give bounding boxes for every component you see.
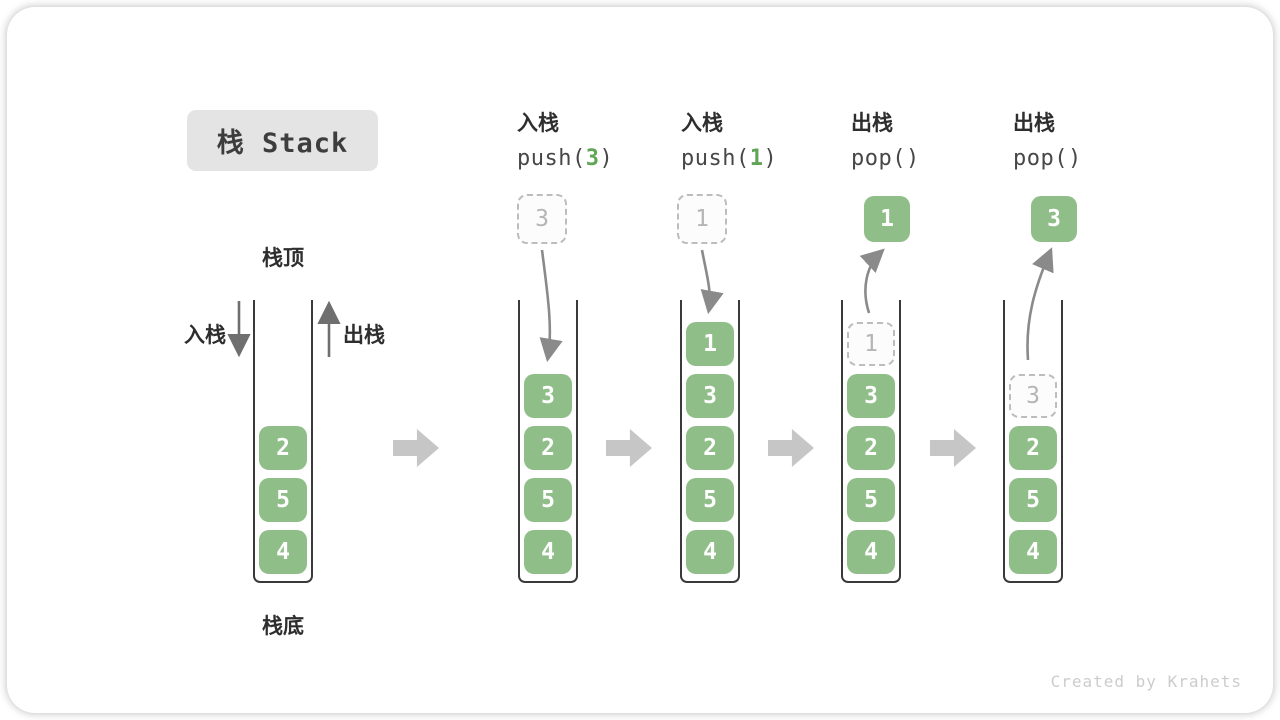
stack-element: 4	[686, 530, 734, 574]
operation-caption-pop-2: 出栈 pop()	[1013, 107, 1082, 171]
code-argument: 1	[749, 146, 764, 171]
stack-element: 5	[686, 478, 734, 522]
stack-top-label: 栈顶	[262, 246, 304, 270]
stack-tube-after-pop-2: 3 2 5 4	[1003, 300, 1063, 583]
stack-element: 2	[1009, 426, 1057, 470]
stack-element: 4	[259, 530, 307, 574]
stack-element: 5	[259, 478, 307, 522]
operation-caption-push-1: 入栈 push(1)	[681, 107, 777, 171]
operation-name: 入栈	[517, 111, 559, 135]
popped-value-box: 1	[864, 196, 910, 242]
stack-element: 4	[847, 530, 895, 574]
stack-element: 3	[524, 374, 572, 418]
incoming-value-box: 3	[517, 194, 567, 244]
stack-element: 5	[1009, 478, 1057, 522]
stack-element-ghost: 1	[847, 322, 895, 366]
stack-element: 1	[686, 322, 734, 366]
operation-name: 出栈	[1013, 111, 1055, 135]
stack-element: 5	[524, 478, 572, 522]
stack-tube-after-push-1: 1 3 2 5 4	[680, 300, 740, 583]
operation-code: push(1)	[681, 146, 778, 171]
stack-element-ghost: 3	[1009, 374, 1057, 418]
stack-element: 4	[524, 530, 572, 574]
operation-caption-push-3: 入栈 push(3)	[517, 107, 613, 171]
stack-element: 3	[686, 374, 734, 418]
stack-tube-after-pop-1: 1 3 2 5 4	[841, 300, 901, 583]
operation-name: 入栈	[681, 111, 723, 135]
watermark: Created by Krahets	[1050, 672, 1242, 691]
stack-element: 2	[686, 426, 734, 470]
diagram-title: 栈 Stack	[187, 110, 378, 171]
operation-caption-pop-1: 出栈 pop()	[851, 107, 920, 171]
operation-code: pop()	[851, 146, 920, 171]
stack-element: 2	[524, 426, 572, 470]
operation-code: push(3)	[517, 146, 614, 171]
operation-code: pop()	[1013, 146, 1082, 171]
stack-element: 5	[847, 478, 895, 522]
stack-element: 2	[847, 426, 895, 470]
stack-tube-initial: 2 5 4	[253, 300, 313, 583]
pop-side-label: 出栈	[343, 323, 385, 347]
stack-element: 2	[259, 426, 307, 470]
stack-element: 3	[847, 374, 895, 418]
stack-bottom-label: 栈底	[262, 614, 304, 638]
popped-value-box: 3	[1031, 196, 1077, 242]
stack-element: 4	[1009, 530, 1057, 574]
stack-tube-after-push-3: 3 2 5 4	[518, 300, 578, 583]
incoming-value-box: 1	[677, 194, 727, 244]
push-side-label: 入栈	[184, 323, 226, 347]
diagram-title-label: 栈 Stack	[216, 128, 349, 159]
code-argument: 3	[585, 146, 600, 171]
operation-name: 出栈	[851, 111, 893, 135]
